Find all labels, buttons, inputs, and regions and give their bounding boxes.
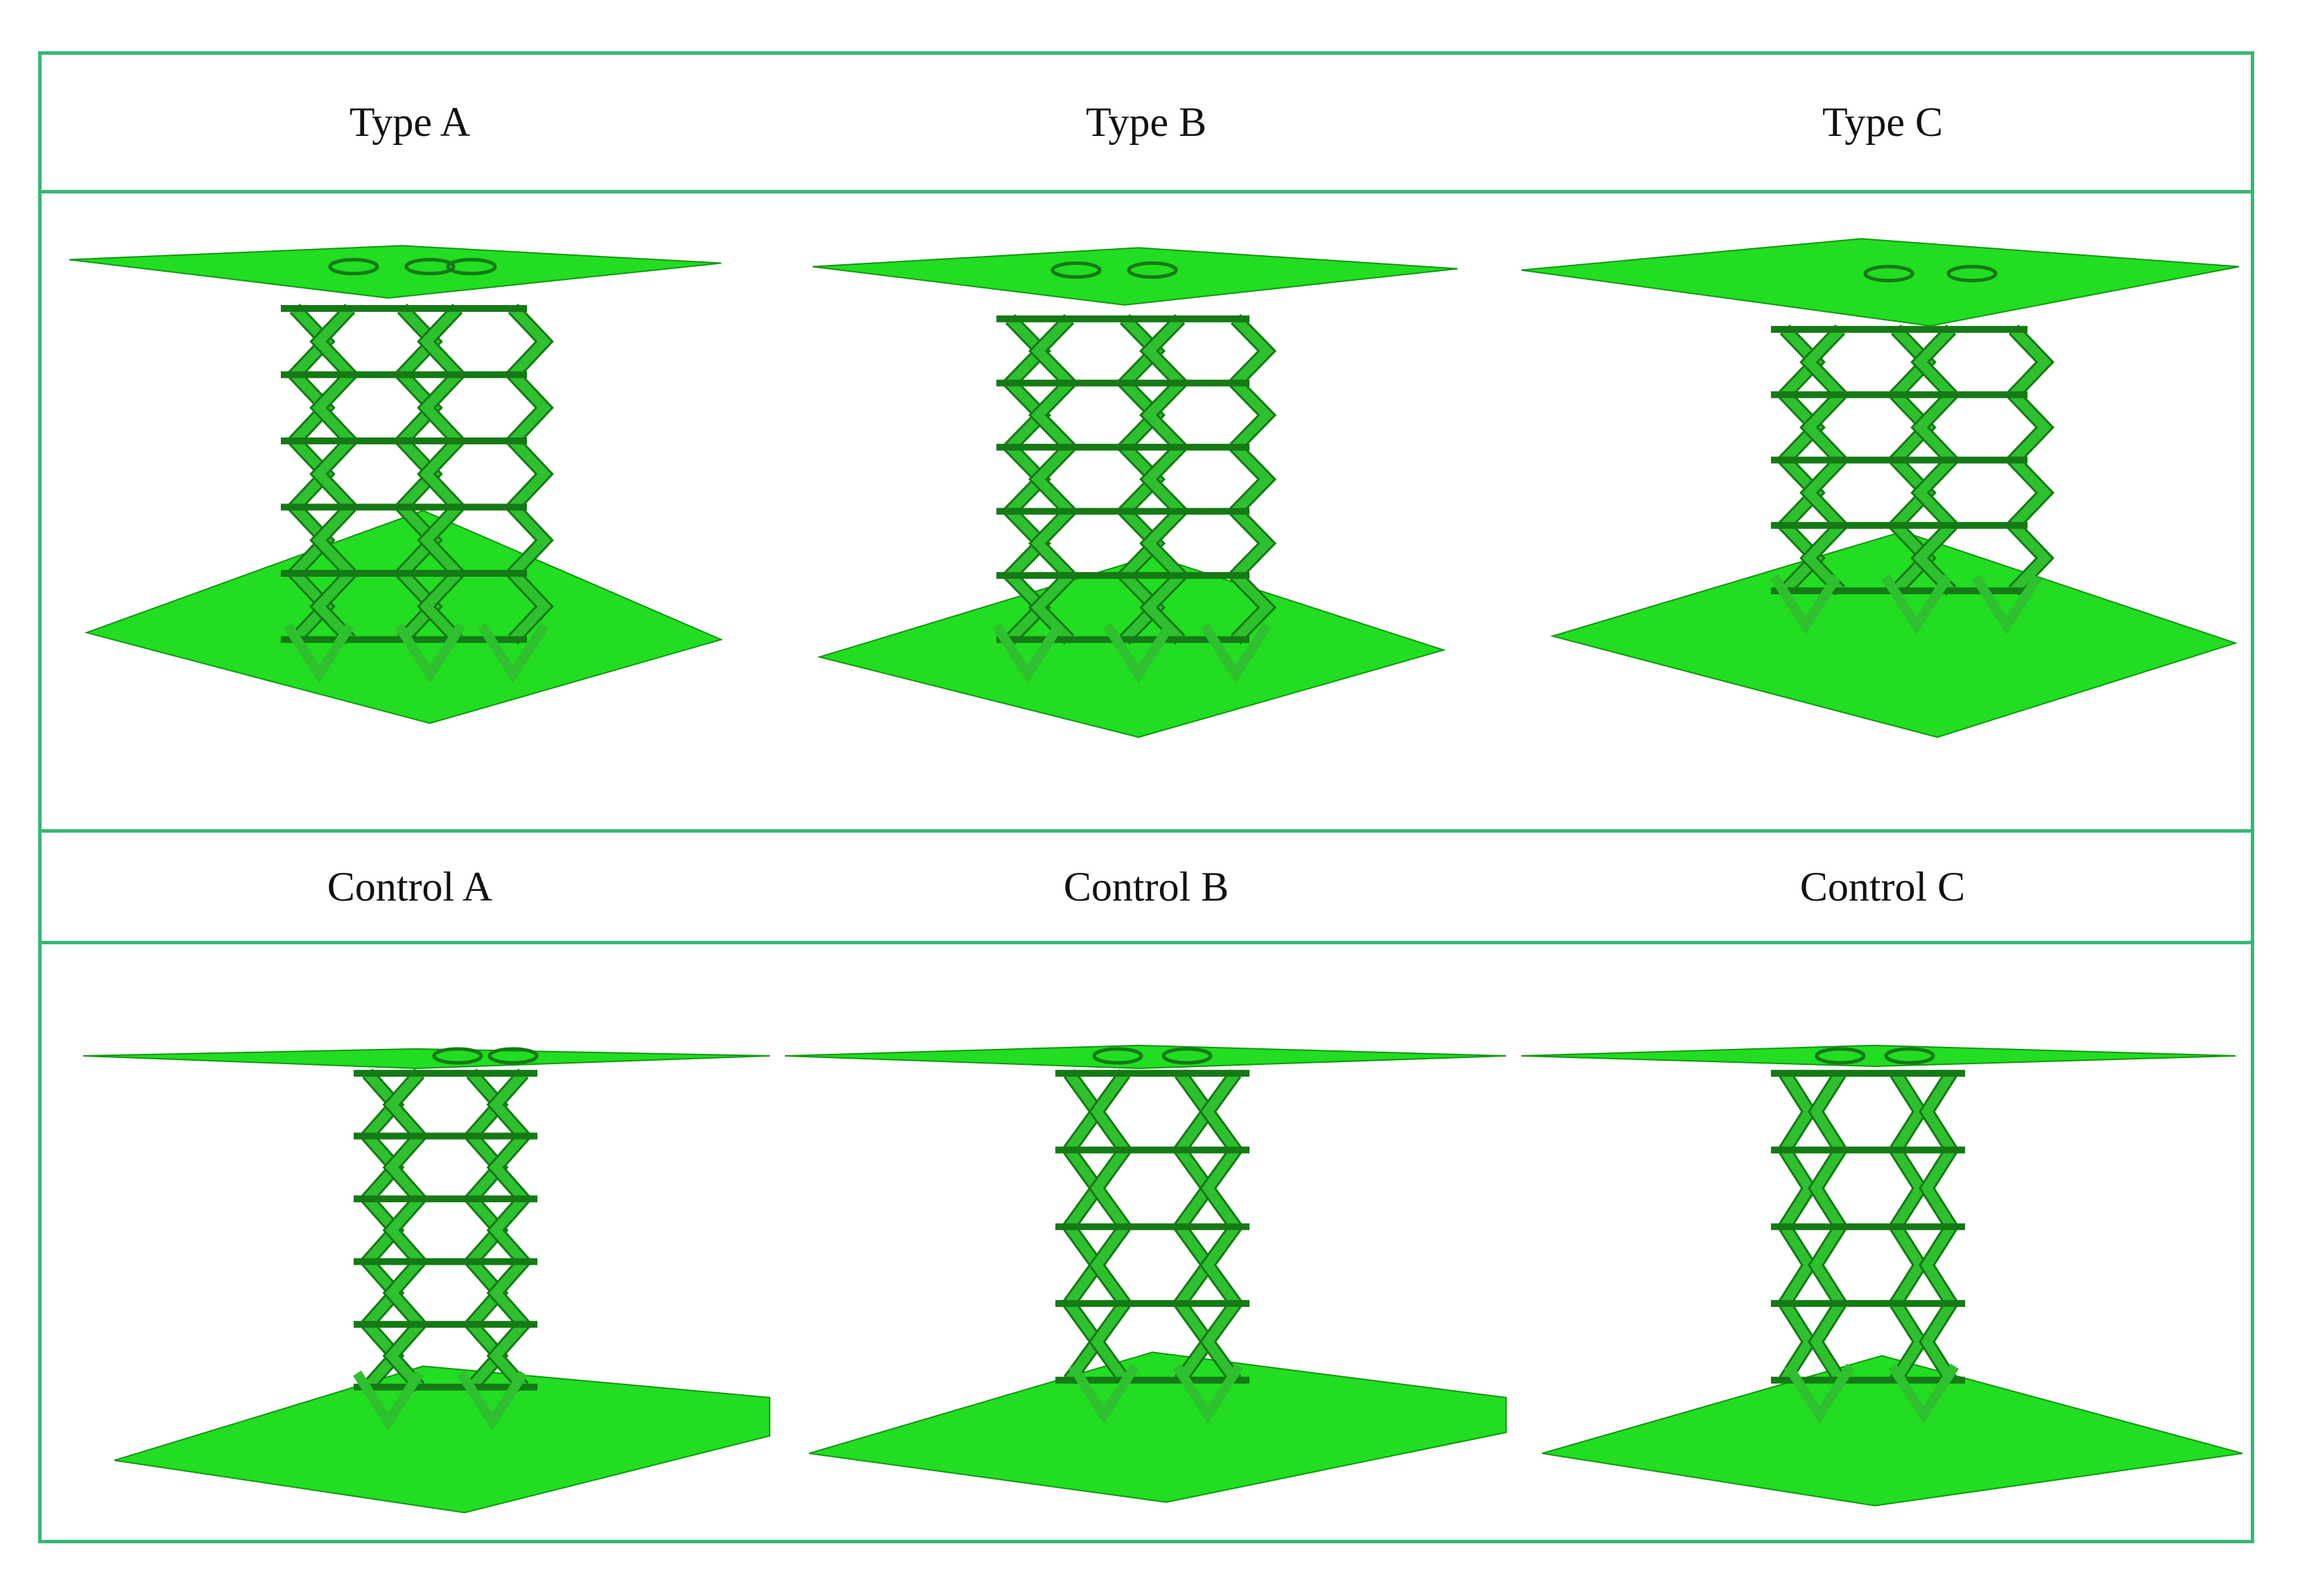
top-plate xyxy=(83,1048,770,1070)
label-type-b: Type B xyxy=(1085,99,1207,145)
strut-leg xyxy=(478,623,548,684)
bottom-plate xyxy=(817,555,1446,738)
strut-column xyxy=(1031,315,1076,643)
strut-leg xyxy=(1103,623,1174,684)
strut-leg xyxy=(1200,623,1271,684)
figure-table: Type A Type B Type C Control A Control B… xyxy=(38,51,2254,1543)
bottom-plate xyxy=(1541,1355,2243,1507)
lattice-group xyxy=(69,245,723,725)
label-control-b: Control B xyxy=(1063,863,1229,910)
bottom-plate xyxy=(809,1351,1507,1503)
top-plate xyxy=(1521,238,2240,327)
image-control-c xyxy=(1514,944,2251,1540)
control-label-row: Control A Control B Control C xyxy=(42,829,2251,941)
lattice-control-a xyxy=(83,1047,770,1513)
lattice-type-c xyxy=(1521,238,2240,738)
label-control-a: Control A xyxy=(327,863,493,910)
strut-column xyxy=(489,1070,530,1391)
plate-footprint xyxy=(328,258,379,276)
strut-leg xyxy=(284,623,354,684)
plate-footprint xyxy=(1127,261,1178,279)
strut-column xyxy=(1229,315,1274,643)
plate-footprint xyxy=(1946,265,1998,283)
label-type-c: Type C xyxy=(1822,99,1944,145)
top-plate xyxy=(1521,1044,2236,1068)
lattice-type-b xyxy=(812,247,1458,738)
image-type-c xyxy=(1514,193,2251,829)
top-plate xyxy=(69,245,722,299)
plate-footprint xyxy=(1161,1047,1213,1065)
strut-leg xyxy=(1888,1363,1959,1424)
plate-footprint xyxy=(1815,1047,1866,1065)
type-label-row: Type A Type B Type C xyxy=(42,55,2251,190)
plate-footprint xyxy=(432,1047,483,1065)
plate-footprint xyxy=(1884,1047,1935,1065)
strut-column xyxy=(506,305,551,643)
plate-footprint xyxy=(446,258,497,276)
type-image-row xyxy=(42,190,2251,829)
label-control-c: Control C xyxy=(1799,863,1966,910)
strut-leg xyxy=(353,1370,424,1432)
strut-leg xyxy=(1881,574,1952,635)
plate-footprint xyxy=(1050,261,1102,279)
image-type-a xyxy=(42,193,778,829)
strut-leg xyxy=(992,623,1063,684)
lattice-control-c xyxy=(1521,1044,2243,1507)
strut-leg xyxy=(1971,574,2042,635)
top-plate xyxy=(784,1044,1507,1070)
strut-leg xyxy=(395,623,465,684)
plate-footprint xyxy=(1863,265,1914,283)
plate-footprint xyxy=(1092,1047,1143,1065)
bottom-plate xyxy=(84,510,723,725)
control-image-row xyxy=(42,941,2251,1540)
lattice-group xyxy=(784,1044,1507,1503)
strut-column xyxy=(1142,315,1187,643)
strut-leg xyxy=(457,1370,528,1432)
lattice-type-a xyxy=(69,245,723,725)
strut-column xyxy=(420,305,465,643)
image-control-b xyxy=(778,944,1514,1540)
lattice-group xyxy=(1521,1044,2243,1507)
lattice-group xyxy=(83,1047,770,1513)
lattice-group xyxy=(1521,238,2240,738)
strut-column xyxy=(385,1070,426,1391)
lattice-control-b xyxy=(784,1044,1507,1503)
strut-leg xyxy=(1770,574,1841,635)
strut-leg xyxy=(1173,1363,1243,1424)
lattice-group xyxy=(812,247,1458,738)
strut-leg xyxy=(1784,1363,1855,1424)
bottom-plate xyxy=(1550,530,2238,738)
image-control-a xyxy=(42,944,778,1540)
strut-column xyxy=(312,305,357,643)
plate-footprint xyxy=(404,258,456,276)
plate-footprint xyxy=(487,1047,539,1065)
strut-leg xyxy=(1069,1363,1139,1424)
label-type-a: Type A xyxy=(349,99,471,145)
image-type-b xyxy=(778,193,1514,829)
